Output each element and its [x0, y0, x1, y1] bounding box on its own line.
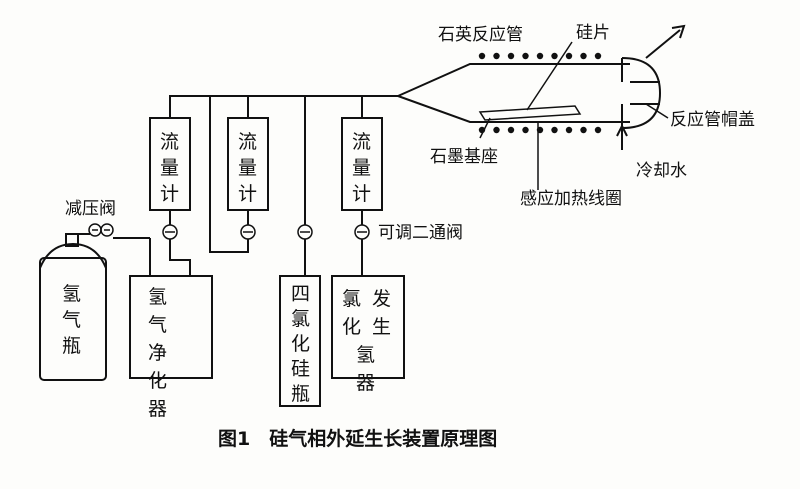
cooling-water-arrow [616, 123, 628, 150]
pressure-reducing-valve [78, 223, 150, 239]
coil-dot [478, 52, 486, 60]
coil-dot [536, 126, 544, 134]
coil-dot [507, 126, 515, 134]
graphite-base-label: 石墨基座 [430, 147, 498, 167]
hydrogen-purifier [129, 275, 213, 379]
graphite-base [478, 105, 582, 121]
flowmeter-1-label-char: 流 [160, 131, 179, 153]
reaction-cap-label: 反应管帽盖 [670, 110, 755, 130]
coil-dot [507, 52, 515, 60]
hydrogen-cylinder-label-char: 气 [62, 309, 81, 331]
coil-dot [594, 52, 602, 60]
coil-dot [580, 126, 587, 134]
flowmeter-1-label-char: 量 [160, 157, 179, 179]
coil-dot [493, 52, 500, 60]
coil-dot [580, 52, 587, 60]
flowmeter-2-label-char: 流 [238, 131, 257, 153]
purifier-label-char: 气 [148, 314, 167, 336]
coil-dot [493, 126, 500, 134]
hydrogen-cylinder-label-char: 氢 [62, 283, 81, 305]
flowmeter-2-label-char: 量 [238, 157, 257, 179]
sicl4-label-char: 四 [291, 283, 310, 305]
hydrogen-cylinder [39, 233, 107, 381]
coil-dot [565, 52, 573, 60]
pressure-valve-label: 减压阀 [65, 199, 116, 219]
hcl-label-char: 发 [372, 288, 391, 310]
purifier-label-char: 化 [148, 370, 167, 392]
quartz-tube-label: 石英反应管 [438, 25, 523, 45]
purifier-label-char: 器 [148, 398, 167, 420]
flowmeter-3-label-char: 量 [352, 157, 371, 179]
quartz-reaction-tube [397, 63, 630, 123]
hcl-label-char: 器 [356, 372, 375, 394]
coil-dot [551, 52, 558, 60]
sicl4-label-char: 瓶 [291, 383, 310, 405]
purifier-label-char: 净 [148, 342, 167, 364]
hcl-label-char: 生 [372, 316, 391, 338]
coil-dot [594, 126, 602, 134]
coil-dot [522, 52, 529, 60]
hcl-label-char: 氢 [356, 344, 375, 366]
figure-caption: 图1 硅气相外延生长装置原理图 [218, 427, 497, 450]
flowmeter-2-label-char: 计 [238, 183, 257, 205]
coil-dot [522, 126, 529, 134]
flowmeter-1-label-char: 计 [160, 183, 179, 205]
hydrogen-cylinder-label-char: 瓶 [62, 335, 81, 357]
sicl4-label-char: 化 [291, 333, 310, 355]
induction-coil-label: 感应加热线圈 [520, 189, 622, 209]
purifier-label-char: 氢 [148, 286, 167, 308]
sicl4-label-char: 硅 [291, 358, 310, 380]
hcl-label-char: 氯 [342, 288, 361, 310]
flowmeter-3-label-char: 计 [352, 183, 371, 205]
coil-dot [478, 126, 486, 134]
coil-dot [551, 126, 558, 134]
wafer-label: 硅片 [576, 23, 610, 43]
sicl4-label-char: 氯 [291, 308, 310, 330]
reaction-tube-cap [621, 24, 686, 129]
adjustable-valve-label: 可调二通阀 [378, 223, 463, 243]
cooling-water-label: 冷却水 [636, 161, 687, 181]
hcl-generator [331, 275, 405, 379]
hcl-label-char: 化 [342, 316, 361, 338]
coil-dot [536, 52, 544, 60]
sicl4-bottle [279, 275, 321, 407]
flowmeter-3-label-char: 流 [352, 131, 371, 153]
needle-valves [162, 224, 370, 240]
coil-dot [565, 126, 573, 134]
